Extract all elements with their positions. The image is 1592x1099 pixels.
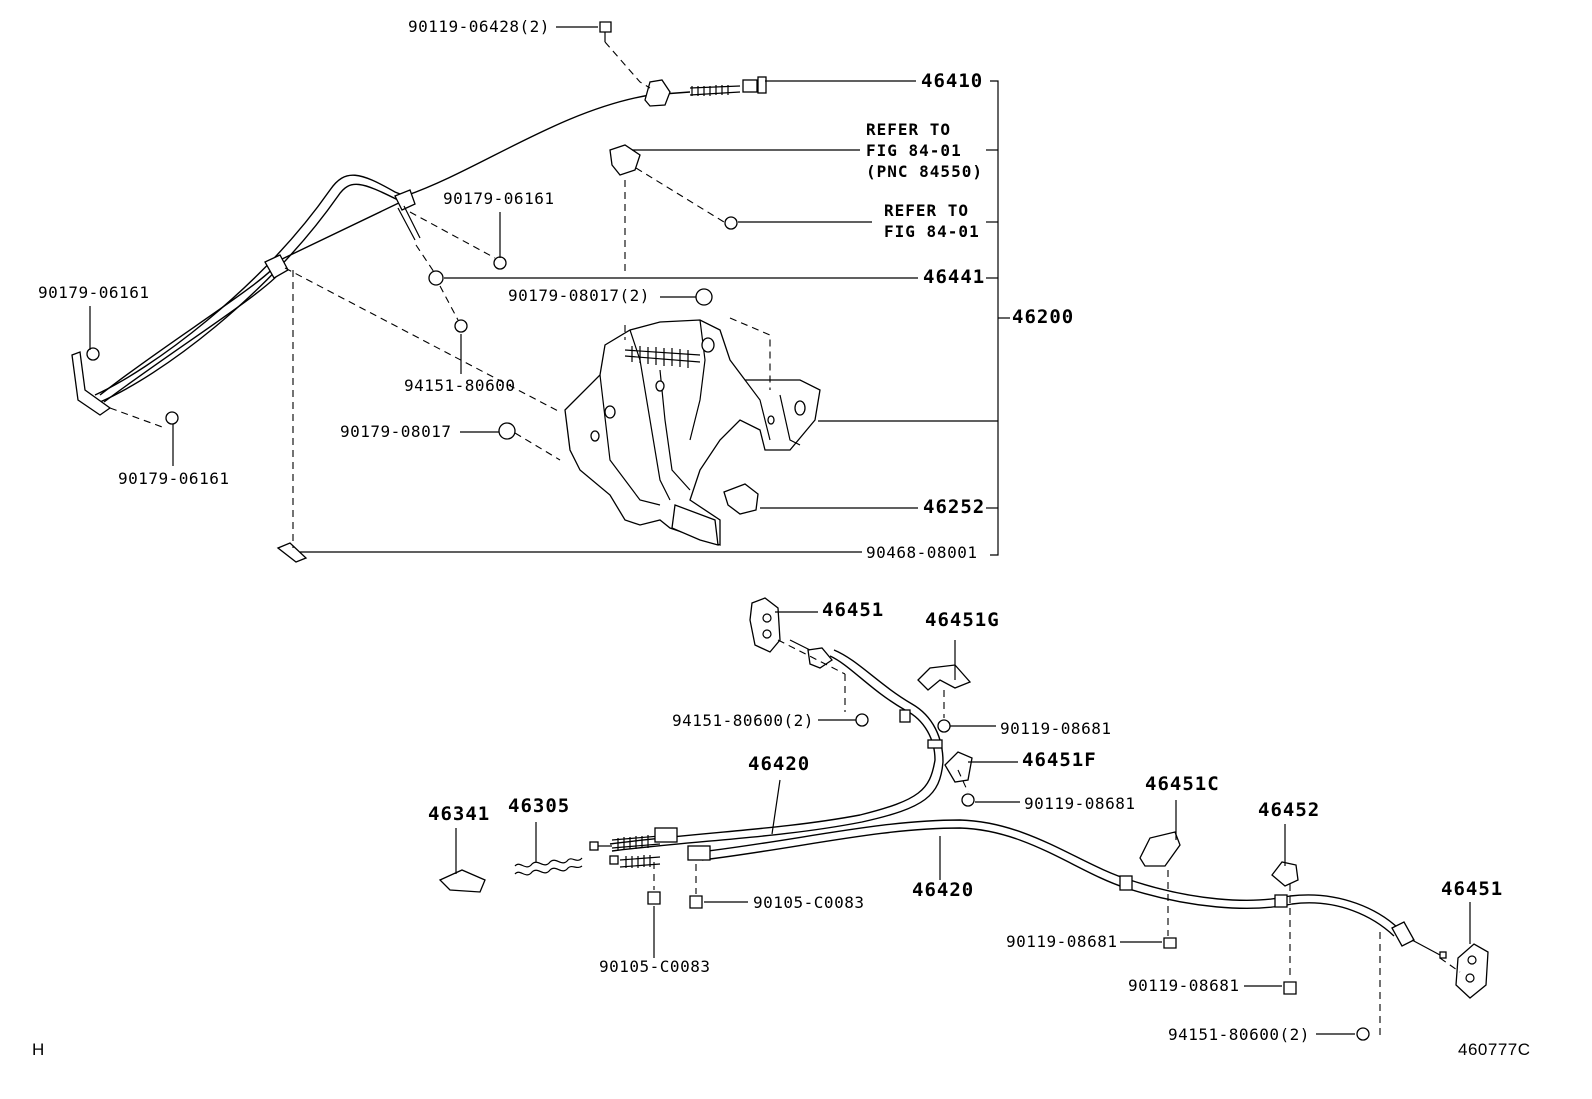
label-46441: 46441 [923,266,986,288]
label-46420-a: 46420 [748,753,811,775]
label-90119-08681-b: 90119-08681 [1024,794,1136,813]
front-cable-46410 [71,76,767,416]
label-46410: 46410 [921,70,984,92]
label-94151-80600-2b: 94151-80600(2) [1168,1025,1310,1044]
pedal-bracket-assembly [564,319,821,546]
label-94151-80600: 94151-80600 [404,376,516,395]
label-refer-to-2a: REFER TO [884,201,970,220]
lower-leader-lines [455,611,1471,1035]
label-46420-b: 46420 [912,879,975,901]
rear-cable-46420-upper [589,639,944,852]
small-parts-lower [438,597,1489,1041]
label-46305: 46305 [508,795,571,817]
label-46451G: 46451G [925,609,1000,631]
label-90119-08681-c: 90119-08681 [1006,932,1118,951]
rear-cable-46420-lower [609,819,1447,959]
upper-dashed-guides [109,41,771,548]
label-refer-to-1c: (PNC 84550) [866,162,983,181]
label-90179-08017-2: 90179-08017(2) [508,286,650,305]
label-46452: 46452 [1258,799,1321,821]
corner-mark-left: H [32,1040,45,1059]
lower-dashed-guides [653,639,1461,1040]
label-refer-to-2b: FIG 84-01 [884,222,980,241]
small-parts-upper [86,21,759,563]
label-46252: 46252 [923,496,986,518]
upper-leader-lines [89,26,1010,556]
label-90119-08681-d: 90119-08681 [1128,976,1240,995]
label-90179-06161-c: 90179-06161 [118,469,230,488]
label-refer-to-1b: FIG 84-01 [866,141,962,160]
label-46451-b: 46451 [1441,878,1504,900]
label-46451F: 46451F [1022,749,1097,771]
label-90105-C0083-b: 90105-C0083 [599,957,711,976]
label-90105-C0083-a: 90105-C0083 [753,893,865,912]
label-90468-08001: 90468-08001 [866,543,978,562]
label-90119-06428: 90119-06428(2) [408,17,550,36]
label-94151-80600-2a: 94151-80600(2) [672,711,814,730]
label-46451C: 46451C [1145,773,1220,795]
label-46451-a: 46451 [822,599,885,621]
label-90179-06161-b: 90179-06161 [38,283,150,302]
label-90179-08017: 90179-08017 [340,422,452,441]
label-46200: 46200 [1012,306,1075,328]
illustration-number: 460777C [1458,1040,1531,1059]
label-90119-08681-a: 90119-08681 [1000,719,1112,738]
label-90179-06161-a: 90179-06161 [443,189,555,208]
label-46341: 46341 [428,803,491,825]
label-refer-to-1a: REFER TO [866,120,952,139]
